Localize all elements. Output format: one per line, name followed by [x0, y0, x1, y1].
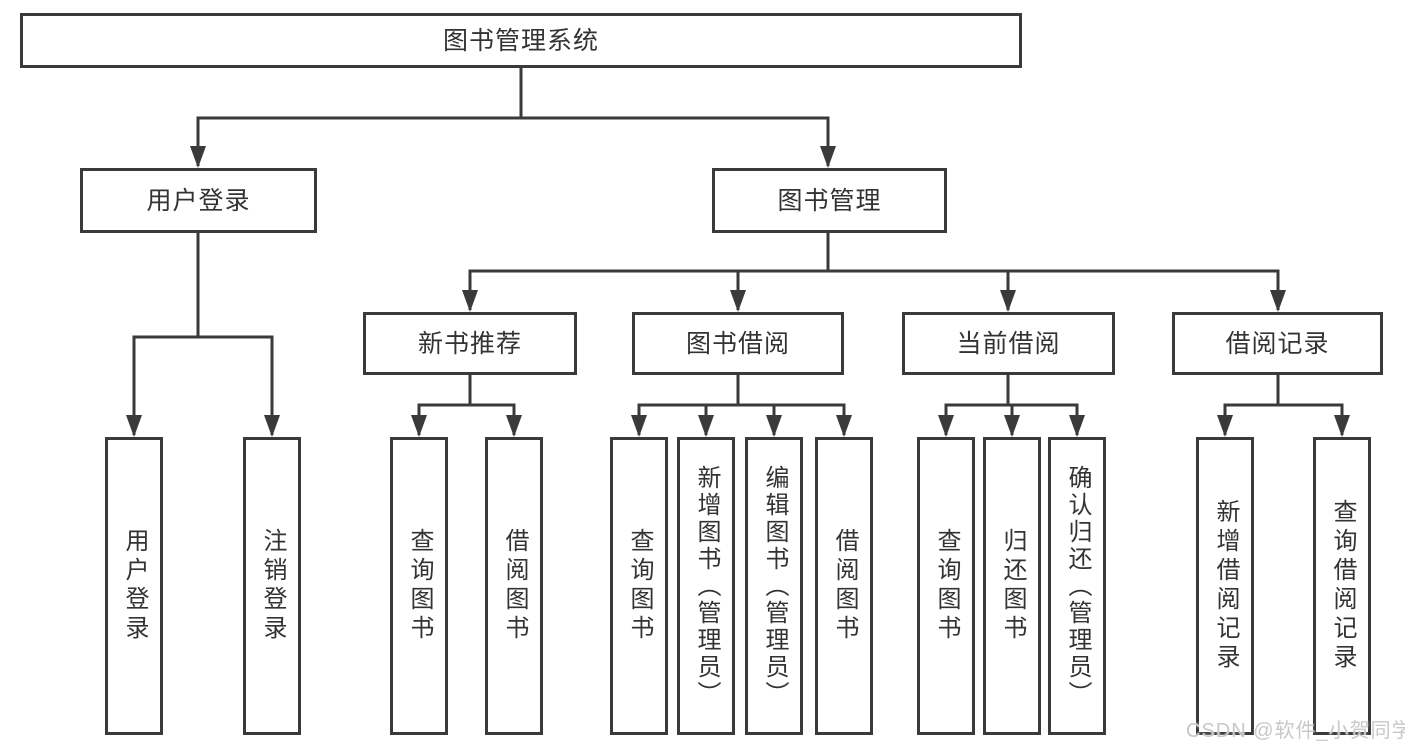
leaf-borrow-books: 借阅图书 [815, 437, 873, 735]
node-current-borrowing: 当前借阅 [902, 312, 1115, 375]
leaf-query-books: 查询图书 [917, 437, 975, 735]
node-user-login: 用户登录 [80, 168, 317, 233]
csdn-watermark: CSDN @软件_小贺同学 [1186, 720, 1405, 742]
leaf-query-books: 查询图书 [390, 437, 448, 735]
leaf-query-books: 查询图书 [610, 437, 668, 735]
leaf-add-books-admin: 新增图书（管理员） [677, 437, 735, 735]
leaf-confirm-return-admin: 确认归还（管理员） [1048, 437, 1106, 735]
leaf-user-login: 用户登录 [105, 437, 163, 735]
leaf-add-borrow-record: 新增借阅记录 [1196, 437, 1254, 735]
leaf-logout: 注销登录 [243, 437, 301, 735]
leaf-query-borrow-record: 查询借阅记录 [1313, 437, 1371, 735]
node-book-management: 图书管理 [712, 168, 947, 233]
node-book-borrowing: 图书借阅 [632, 312, 844, 375]
leaf-edit-books-admin: 编辑图书（管理员） [745, 437, 803, 735]
node-library-management-system: 图书管理系统 [20, 13, 1022, 68]
node-new-book-recommendation: 新书推荐 [363, 312, 577, 375]
node-borrowing-records: 借阅记录 [1172, 312, 1383, 375]
leaf-borrow-books: 借阅图书 [485, 437, 543, 735]
leaf-return-books: 归还图书 [983, 437, 1041, 735]
